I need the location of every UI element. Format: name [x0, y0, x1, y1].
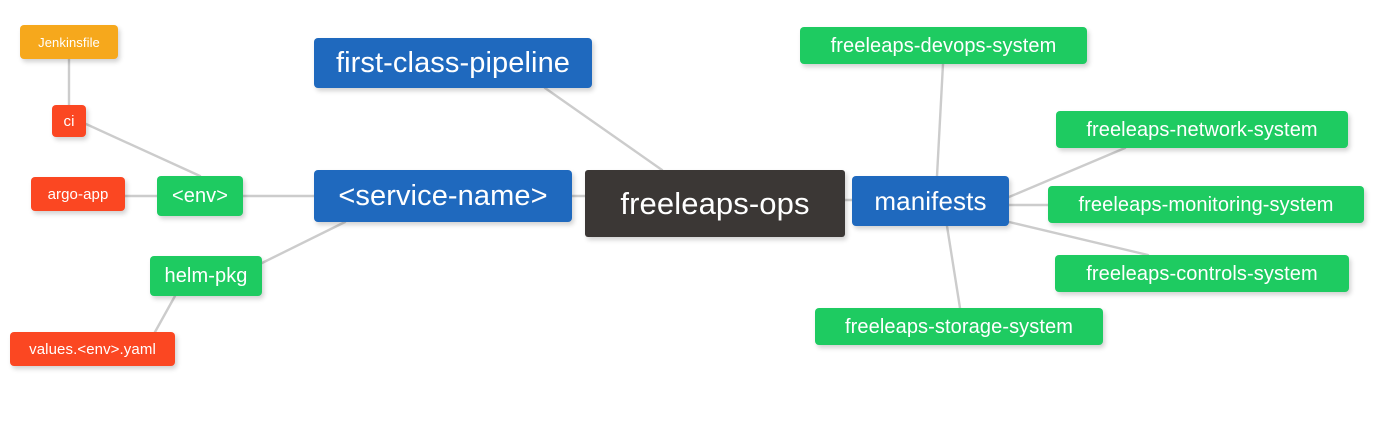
node-values-env-yaml[interactable]: values.<env>.yaml	[10, 332, 175, 366]
node-freeleaps-monitoring-system[interactable]: freeleaps-monitoring-system	[1048, 186, 1364, 223]
node-argo-app[interactable]: argo-app	[31, 177, 125, 211]
node-label: argo-app	[47, 185, 109, 203]
node-label: ci	[63, 112, 75, 130]
node-label: freeleaps-network-system	[1086, 118, 1318, 141]
edge-manifests-to-freeleaps-devops-system	[935, 62, 945, 178]
edge-first-class-pipeline-to-freeleaps-ops	[543, 86, 664, 172]
node-label: freeleaps-devops-system	[830, 34, 1057, 57]
node-label: <service-name>	[338, 179, 548, 212]
edge-helm-pkg-to-service-name	[260, 220, 347, 265]
node-freeleaps-ops[interactable]: freeleaps-ops	[585, 170, 845, 237]
node-label: freeleaps-ops	[620, 186, 810, 221]
node-env[interactable]: <env>	[157, 176, 243, 216]
node-label: manifests	[874, 186, 987, 216]
node-label: values.<env>.yaml	[29, 340, 156, 358]
node-label: freeleaps-monitoring-system	[1078, 193, 1334, 216]
node-label: <env>	[171, 185, 229, 207]
edge-manifests-to-freeleaps-storage-system	[945, 224, 962, 310]
node-label: first-class-pipeline	[335, 46, 571, 79]
edge-manifests-to-freeleaps-controls-system	[1007, 220, 1150, 257]
node-jenkinsfile[interactable]: Jenkinsfile	[20, 25, 118, 59]
node-label: helm-pkg	[164, 265, 248, 287]
node-label: Jenkinsfile	[38, 34, 100, 50]
node-freeleaps-devops-system[interactable]: freeleaps-devops-system	[800, 27, 1087, 64]
node-label: freeleaps-controls-system	[1086, 262, 1318, 285]
node-freeleaps-network-system[interactable]: freeleaps-network-system	[1056, 111, 1348, 148]
node-freeleaps-storage-system[interactable]: freeleaps-storage-system	[815, 308, 1103, 345]
node-helm-pkg[interactable]: helm-pkg	[150, 256, 262, 296]
edge-ci-to-env	[84, 122, 202, 178]
node-manifests[interactable]: manifests	[852, 176, 1009, 226]
node-ci[interactable]: ci	[52, 105, 86, 137]
node-first-class-pipeline[interactable]: first-class-pipeline	[314, 38, 592, 88]
node-label: freeleaps-storage-system	[844, 315, 1074, 338]
node-freeleaps-controls-system[interactable]: freeleaps-controls-system	[1055, 255, 1349, 292]
node-service-name[interactable]: <service-name>	[314, 170, 572, 222]
